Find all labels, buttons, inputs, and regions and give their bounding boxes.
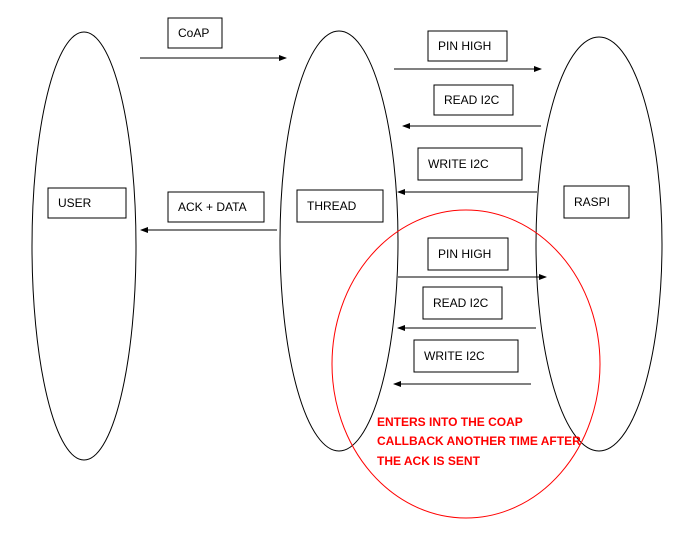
- coap-label: CoAP: [178, 26, 209, 40]
- raspi-lifeline-ellipse: [535, 36, 663, 452]
- thread-label: THREAD: [307, 199, 357, 213]
- ack-data-label: ACK + DATA: [178, 200, 247, 214]
- raspi-node: RASPI: [563, 185, 630, 219]
- write-i2c-label-1: WRITE I2C: [428, 157, 489, 171]
- ack-data-message: ACK + DATA: [167, 191, 265, 223]
- pin-high-message-1: PIN HIGH: [427, 30, 508, 62]
- user-lifeline-ellipse: [31, 31, 137, 461]
- annotation-line-2: CALLBACK ANOTHER TIME AFTER: [377, 434, 581, 448]
- annotation-line-3: THE ACK IS SENT: [377, 454, 481, 468]
- coap-message: CoAP: [167, 17, 223, 49]
- user-label: USER: [58, 196, 92, 210]
- write-i2c-message-2: WRITE I2C: [413, 339, 519, 373]
- user-node: USER: [47, 187, 127, 219]
- thread-lifeline-ellipse: [279, 30, 399, 452]
- annotation-line-1: ENTERS INTO THE COAP: [377, 415, 523, 429]
- read-i2c-message-2: READ I2C: [422, 286, 503, 320]
- read-i2c-message-1: READ I2C: [433, 84, 514, 116]
- highlight-circle: [331, 209, 601, 519]
- pin-high-label-2: PIN HIGH: [438, 247, 491, 261]
- raspi-label: RASPI: [574, 195, 610, 209]
- read-i2c-label-2: READ I2C: [433, 296, 489, 310]
- pin-high-label-1: PIN HIGH: [438, 39, 491, 53]
- write-i2c-label-2: WRITE I2C: [424, 349, 485, 363]
- read-i2c-label-1: READ I2C: [444, 93, 500, 107]
- pin-high-message-2: PIN HIGH: [427, 237, 509, 271]
- callback-annotation: ENTERS INTO THE COAP CALLBACK ANOTHER TI…: [377, 415, 581, 468]
- write-i2c-message-1: WRITE I2C: [417, 147, 523, 181]
- thread-node: THREAD: [296, 189, 384, 223]
